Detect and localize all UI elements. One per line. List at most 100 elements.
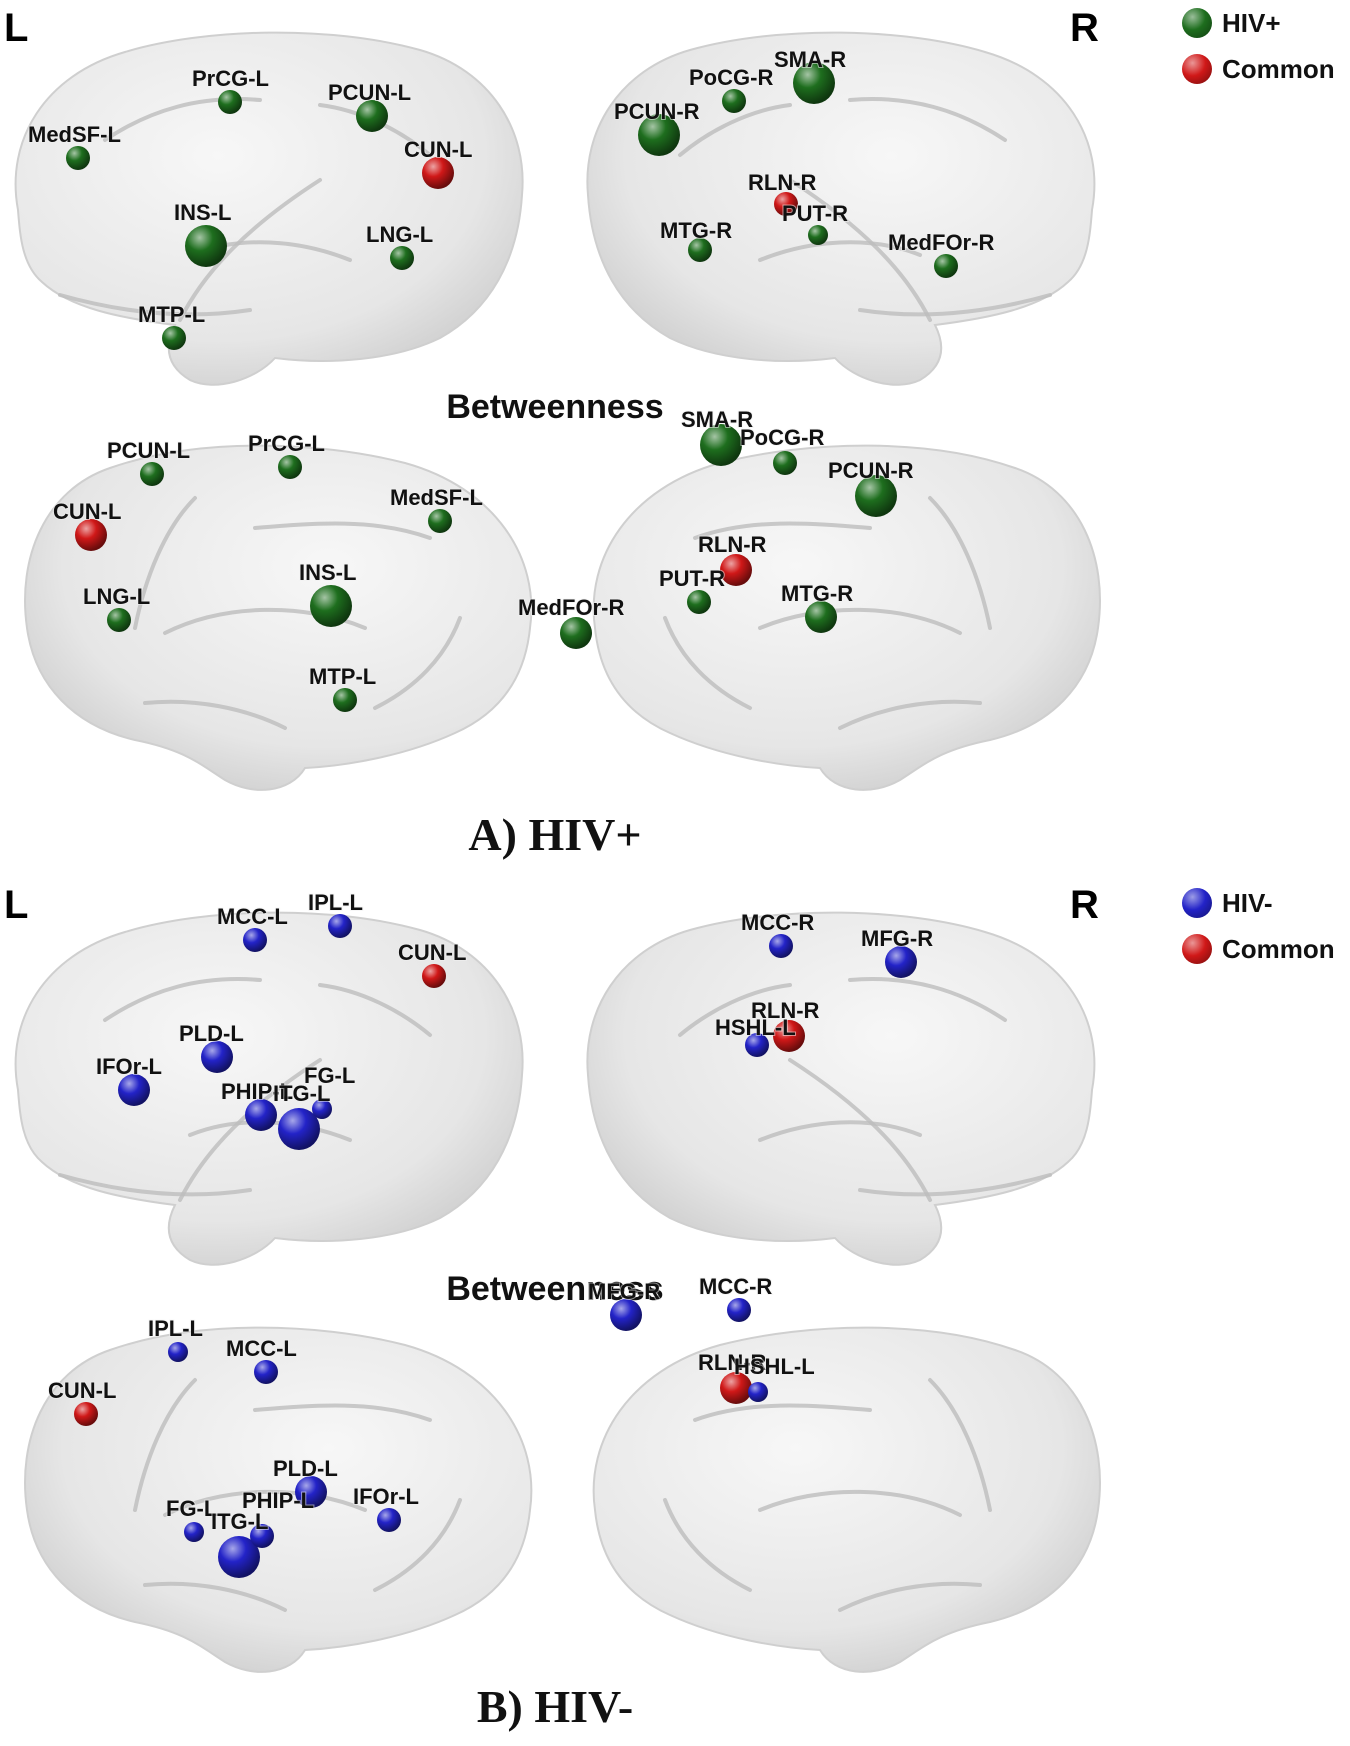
node-sphere (312, 1099, 332, 1119)
brain-sulcus (253, 521, 432, 540)
node-label: PrCG-L (192, 66, 269, 91)
node-sphere (328, 914, 352, 938)
legend-ball-icon (1182, 54, 1212, 84)
node-label: MTP-L (138, 302, 205, 327)
node-label: PCUN-R (614, 99, 700, 124)
node-sphere (185, 225, 227, 267)
node-sphere (638, 114, 680, 156)
node-sphere (118, 1074, 150, 1106)
brain-sulcus (133, 1378, 197, 1512)
node-sphere (310, 585, 352, 627)
brain-sulcus (758, 240, 922, 262)
node-sphere (107, 608, 131, 632)
brain-sulcus (143, 699, 287, 730)
node-sphere (722, 89, 746, 113)
node-label: MTG-R (660, 218, 732, 243)
node-sphere (250, 1524, 274, 1548)
node-sphere (793, 62, 835, 104)
node-label: IFOr-L (96, 1054, 162, 1079)
legend-ball-icon (1182, 934, 1212, 964)
brain-sulcus (103, 977, 262, 1022)
node-label: FG-L (304, 1063, 355, 1088)
node-sphere (422, 964, 446, 988)
node-sphere (75, 519, 107, 551)
node-sphere (855, 475, 897, 517)
node-label: MedFOr-R (518, 595, 624, 620)
node-sphere (168, 1342, 188, 1362)
node-label: PrCG-L (248, 431, 325, 456)
brain-sulcus (928, 1378, 992, 1512)
node-label: MedFOr-R (888, 230, 994, 255)
brain-sulcus (838, 699, 982, 730)
node-label: MFG-R (861, 926, 933, 951)
legend-label: Common (1222, 54, 1335, 84)
brain-sulcus (788, 178, 932, 322)
node-label: MCC-L (226, 1336, 297, 1361)
node-label: PLD-L (179, 1021, 244, 1046)
brain-sulcus (693, 1403, 872, 1422)
node-sphere (333, 688, 357, 712)
node-label: PUT-R (782, 201, 848, 226)
brain-sulcus (253, 1403, 432, 1422)
node-sphere (610, 1299, 642, 1331)
brain-sulcus (663, 616, 752, 710)
node-label: IPL-L (148, 1316, 203, 1341)
right-hemisphere-marker: R (1070, 6, 1099, 50)
brain-sulcus (848, 977, 1007, 1022)
node-sphere (245, 1099, 277, 1131)
node-label: RLN-R (748, 170, 817, 195)
legend-label: HIV- (1222, 888, 1273, 918)
node-sphere (74, 1402, 98, 1426)
node-sphere (428, 509, 452, 533)
node-label: LNG-L (83, 584, 150, 609)
node-label: MCC-L (217, 904, 288, 929)
node-label: FG-L (166, 1496, 217, 1521)
node-sphere (769, 934, 793, 958)
node-sphere (201, 1041, 233, 1073)
brain-sulcus (178, 1058, 322, 1202)
node-label: RLN-R (751, 998, 820, 1023)
node-label: CUN-L (404, 137, 472, 162)
brain-sulcus (178, 178, 322, 322)
brain-sulcus (858, 293, 1052, 317)
brain-sulcus (758, 607, 962, 635)
node-sphere (218, 90, 242, 114)
node-sphere (278, 1108, 320, 1150)
node-label: PoCG-R (689, 65, 773, 90)
brain-sulcus (163, 1489, 367, 1517)
node-label: CUN-L (53, 499, 121, 524)
node-sphere (218, 1536, 260, 1578)
node-label: PCUN-L (107, 438, 190, 463)
node-sphere (66, 146, 90, 170)
node-label: INS-L (299, 560, 356, 585)
node-label: PLD-L (273, 1456, 338, 1481)
node-sphere (808, 225, 828, 245)
node-sphere (727, 1298, 751, 1322)
brain-sulcus (143, 1581, 287, 1612)
node-label: MTG-R (781, 581, 853, 606)
node-sphere (422, 157, 454, 189)
node-label: PUT-R (659, 566, 725, 591)
node-label: CUN-L (48, 1378, 116, 1403)
node-label: IPL-L (308, 890, 363, 915)
node-label: MCC-R (699, 1274, 772, 1299)
node-sphere (688, 238, 712, 262)
right-hemisphere-marker: R (1070, 883, 1099, 927)
brain-sulcus (678, 103, 792, 157)
node-sphere (243, 928, 267, 952)
node-sphere (700, 424, 742, 466)
node-label: HSHL-L (734, 1354, 815, 1379)
node-sphere (720, 554, 752, 586)
node-sphere (774, 192, 798, 216)
node-sphere (934, 254, 958, 278)
